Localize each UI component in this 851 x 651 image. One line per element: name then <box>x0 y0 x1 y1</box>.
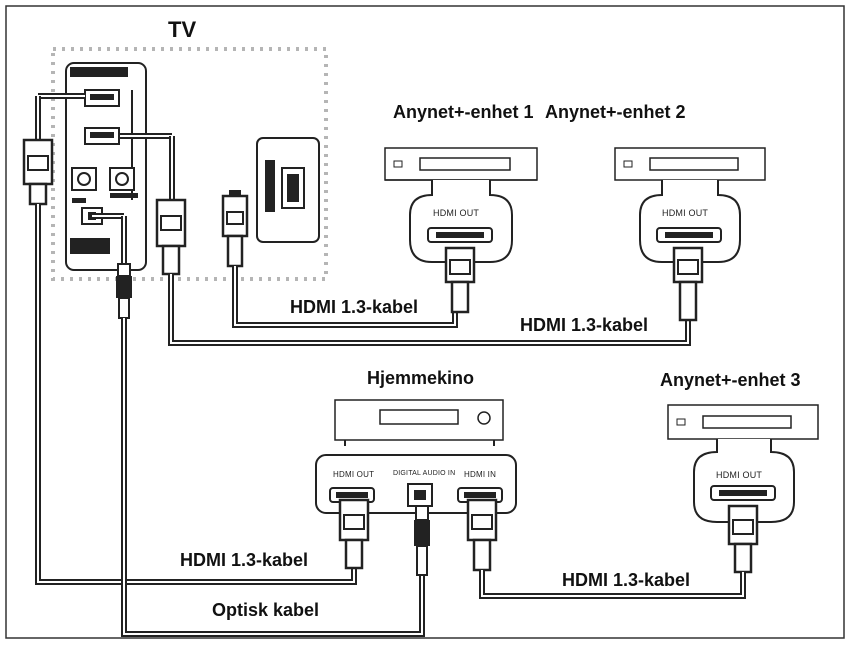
home-theater <box>315 399 517 514</box>
anynet-device-3 <box>667 404 819 523</box>
port-label-ht-in: HDMI IN <box>464 470 497 479</box>
tv-audio-jack-l <box>77 172 91 186</box>
cable-label-device2: HDMI 1.3-kabel <box>520 315 649 335</box>
device2-label: Anynet+-enhet 2 <box>545 102 686 122</box>
optical-plug <box>116 263 132 319</box>
anynet-device-2 <box>614 147 766 263</box>
hdmi-plug <box>155 198 187 276</box>
hdmi-plug <box>338 498 370 570</box>
hdmi-plug <box>672 246 704 322</box>
device1-label: Anynet+-enhet 1 <box>393 102 534 122</box>
tv-side-hdmi-panel <box>256 137 320 243</box>
hdmi-plug <box>727 504 759 574</box>
home-theater-label: Hjemmekino <box>367 368 475 388</box>
anynet-device-1 <box>384 147 538 263</box>
hdmi-plug <box>22 138 54 206</box>
port-label-device3-out: HDMI OUT <box>716 470 763 480</box>
hdmi-plug <box>444 246 476 314</box>
cable-label-device1: HDMI 1.3-kabel <box>290 297 419 317</box>
optical-plug <box>414 505 430 576</box>
port-label-device1-out: HDMI OUT <box>433 208 480 218</box>
cable-label-ht-out: HDMI 1.3-kabel <box>180 550 309 570</box>
tv-audio-jack-r <box>115 172 129 186</box>
device3-label: Anynet+-enhet 3 <box>660 370 801 390</box>
port-label-ht-optical: DIGITAL AUDIO IN <box>393 470 456 477</box>
port-label-device2-out: HDMI OUT <box>662 208 709 218</box>
hdmi-plug <box>466 498 498 572</box>
hdmi-plug <box>221 190 249 268</box>
optical-cable-label: Optisk kabel <box>212 600 320 620</box>
cable-label-ht-in: HDMI 1.3-kabel <box>562 570 691 590</box>
tv-label: TV <box>168 17 197 42</box>
port-label-ht-out: HDMI OUT <box>333 470 375 479</box>
diagram-border <box>5 5 845 639</box>
